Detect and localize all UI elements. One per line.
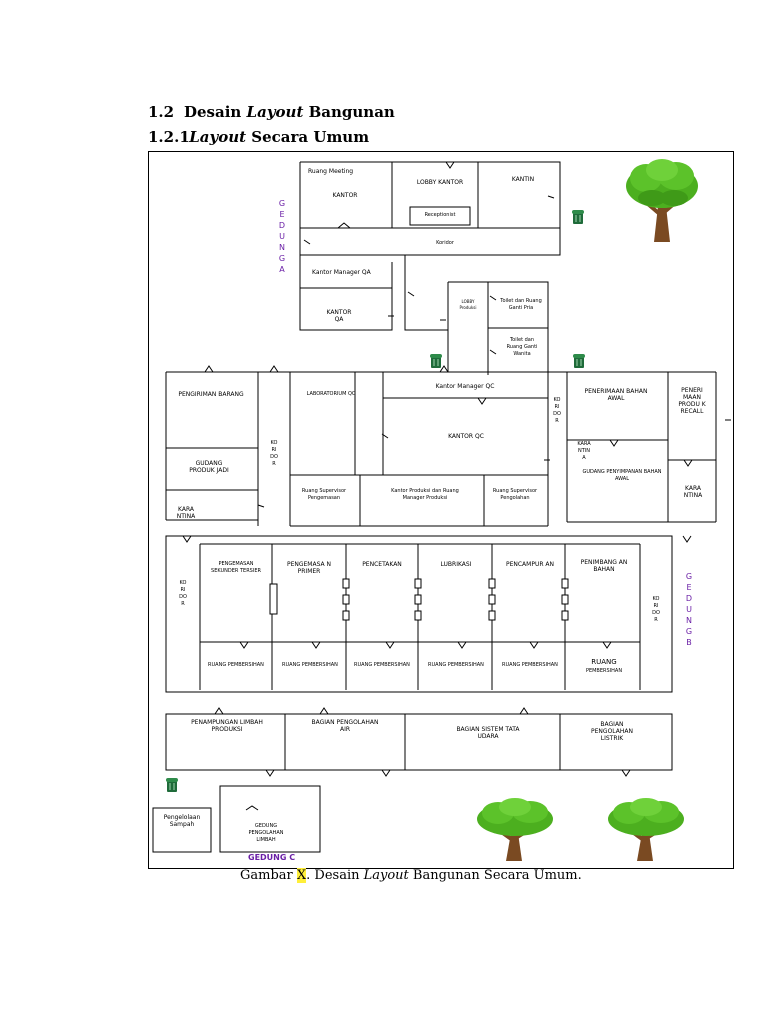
room-penerimaan-bahan-awal: PENERIMAAN BAHAN AWAL <box>584 388 648 402</box>
door-icon <box>182 161 731 811</box>
room-karantina-3: KARA NTINA <box>683 485 703 499</box>
room-ruang-pembersihan-5: RUANG PEMBERSIHAN <box>502 662 558 668</box>
room-pengiriman-barang: PENGIRIMAN BARANG <box>178 391 244 398</box>
room-koridor-1: KORIDOR <box>270 440 278 467</box>
room-ruang-pembersihan-1: RUANG PEMBERSIHAN <box>208 662 264 668</box>
room-ruang-pembersihan-6b: PEMBERSIHAN <box>585 668 623 674</box>
room-koridor-a: Koridor <box>436 240 454 246</box>
room-pengolahan-listrik: BAGIAN PENGOLAHAN LISTRIK <box>591 721 633 742</box>
room-laboratorium-qc: LABORATORIUM QC <box>306 391 356 397</box>
room-kantor: KANTOR <box>332 192 358 199</box>
caption-highlight: X <box>296 868 307 883</box>
room-ruang-pembersihan-6a: RUANG <box>591 658 617 666</box>
section-heading-1-2-1: 1.2.1 Layout Secara Umum <box>148 128 370 146</box>
room-toilet-pria: Toilet dan Ruang Ganti Pria <box>500 298 542 311</box>
room-ruang-supervisor-pengemasan: Ruang Supervisor Pengemasan <box>301 488 347 501</box>
room-kantor-qc: KANTOR QC <box>448 433 484 440</box>
room-pengelolaan-sampah: Pengelolaan Sampah <box>163 814 201 828</box>
room-receptionist: Receptionist <box>424 212 456 218</box>
trash-bin-icon <box>166 778 178 792</box>
room-pengolahan-air: BAGIAN PENGOLAHAN AIR <box>311 719 379 733</box>
room-koridor-3: KORIDOR <box>179 580 187 607</box>
room-kantor-produksi: Kantor Produksi dan Ruang Manager Produk… <box>391 488 459 501</box>
room-sistem-tata-udara: BAGIAN SISTEM TATA UDARA <box>456 726 520 740</box>
room-pengemasan-primer: PENGEMASA N PRIMER <box>286 561 332 575</box>
room-ruang-pembersihan-3: RUANG PEMBERSIHAN <box>354 662 410 668</box>
room-lobby-kantor: LOBBY KANTOR <box>416 179 464 186</box>
room-koridor-2: KORIDOR <box>553 397 561 424</box>
room-ruang-pembersihan-4: RUANG PEMBERSIHAN <box>428 662 484 668</box>
room-gudang-penyimpanan: GUDANG PENYIMPANAN BAHAN AWAL <box>582 469 662 482</box>
room-kantor-qa: KANTOR QA <box>326 309 352 323</box>
room-penerimaan-produk-recall: PENERI MAAN PRODU K RECALL <box>678 387 706 415</box>
room-lobby-produksi: LOBBY Produksi <box>459 299 477 310</box>
room-koridor-4: KORIDOR <box>652 596 660 623</box>
room-ruang-supervisor-pengolahan: Ruang Supervisor Pengolahan <box>492 488 538 501</box>
tree-icon <box>477 798 553 861</box>
room-pengemasan-sekunder: PENGEMASAN SEKUNDER TERSIER <box>211 561 261 574</box>
room-karantina-2: KARA NTIN A <box>577 441 591 461</box>
room-gedung-pengolahan-limbah: GEDUNG PENGOLAHAN LIMBAH <box>248 823 284 843</box>
tree-icon <box>626 159 698 242</box>
room-ruang-meeting: Ruang Meeting <box>308 168 354 175</box>
room-ruang-pembersihan-2: RUANG PEMBERSIHAN <box>282 662 338 668</box>
room-lubrikasi: LUBRIKASI <box>440 561 472 568</box>
trash-bin-icon <box>573 354 585 368</box>
figure-caption: Gambar X. Desain Layout Bangunan Secara … <box>240 868 582 883</box>
trash-bin-icon <box>572 210 584 224</box>
room-kantor-manager-qa: Kantor Manager QA <box>312 269 371 276</box>
tree-icon <box>608 798 684 861</box>
room-pencetakan: PENCETAKAN <box>362 561 402 568</box>
room-gudang-produk-jadi: GUDANG PRODUK JADI <box>189 460 229 474</box>
room-penampungan-limbah: PENAMPUNGAN LIMBAH PRODUKSI <box>191 719 263 733</box>
trash-bin-icon <box>430 354 442 368</box>
room-penimbangan: PENIMBANG AN BAHAN <box>580 559 628 573</box>
label-gedung-c: GEDUNG C <box>248 853 296 862</box>
label-gedung-b: GEDUNG B <box>685 572 693 647</box>
room-kantor-manager-qc: Kantor Manager QC <box>435 383 495 390</box>
floor-plan-frame <box>148 151 734 869</box>
room-pencampuran: PENCAMPUR AN <box>505 561 555 568</box>
room-toilet-wanita: Toilet dan Ruang Ganti Wanita <box>506 337 538 357</box>
room-karantina-1: KARA NTINA <box>176 506 196 520</box>
room-kantin: KANTIN <box>511 176 535 183</box>
label-gedung-a: GEDUNG A <box>278 199 286 274</box>
